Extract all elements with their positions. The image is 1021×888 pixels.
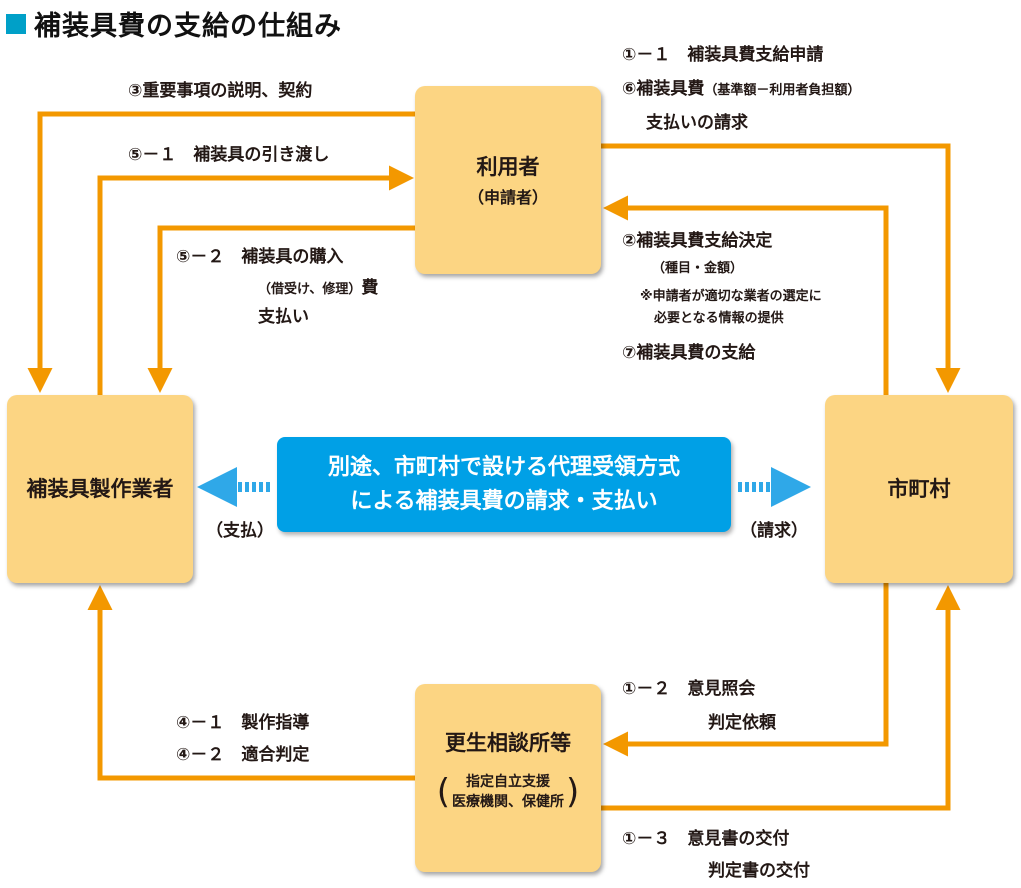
step-5-1-label: ⑤－１ 補装具の引き渡し bbox=[128, 145, 330, 165]
user-node: 利用者 （申請者） bbox=[415, 86, 601, 274]
claim-label: （請求） bbox=[740, 521, 808, 541]
step-4-1-label: ④－１ 製作指導 bbox=[176, 713, 310, 733]
arrow-step2 bbox=[602, 195, 889, 395]
arrow-step5-2 bbox=[147, 225, 415, 394]
banner-line1: 別途、市町村で設ける代理受領方式 bbox=[327, 454, 680, 480]
center-sub-line2: 医療機関、保健所 bbox=[452, 794, 564, 810]
arrow-step1-3 bbox=[601, 584, 961, 811]
title-square-icon bbox=[6, 13, 26, 34]
city-node: 市町村 bbox=[825, 395, 1013, 583]
step-5-2-fee: 費 bbox=[361, 278, 379, 298]
arrow-step1-1 bbox=[601, 143, 961, 394]
user-sub: （申請者） bbox=[467, 188, 548, 207]
step-4-2-label: ④－２ 適合判定 bbox=[176, 745, 310, 765]
step-1-2-label: ①－２ 意見照会 bbox=[622, 679, 756, 699]
step-6-request: 支払いの請求 bbox=[646, 113, 748, 133]
step-1-1-label: ①－１ 補装具費支給申請 bbox=[622, 45, 824, 65]
pay-label: （支払） bbox=[206, 521, 274, 541]
title-block: 補装具費の支給の仕組み bbox=[6, 4, 342, 43]
maker-name: 補装具製作業者 bbox=[26, 477, 174, 501]
step-7-label: ⑦補装具費の支給 bbox=[622, 343, 756, 363]
city-name: 市町村 bbox=[887, 477, 951, 501]
step-2-note-line2: 必要となる情報の提供 bbox=[654, 311, 784, 326]
arrow-step5-1 bbox=[97, 165, 415, 395]
step-2-note-line1: ※申請者が適切な業者の選定に bbox=[640, 289, 822, 304]
step-1-2-detail: 判定依頼 bbox=[708, 713, 776, 733]
proxy-receipt-banner: 別途、市町村で設ける代理受領方式 による補装具費の請求・支払い bbox=[277, 437, 731, 532]
step-5-2-label: ⑤－２ 補装具の購入 bbox=[176, 247, 344, 267]
center-node: 更生相談所等 ( 指定自立支援 医療機関、保健所 ) bbox=[415, 684, 601, 872]
maker-node: 補装具製作業者 bbox=[7, 395, 193, 583]
step-6-main: ⑥補装具費 bbox=[622, 79, 705, 99]
step-2-detail: （種目・金額） bbox=[652, 261, 744, 276]
step-5-2-detail: （借受け、修理）費 bbox=[258, 273, 378, 298]
page-title: 補装具費の支給の仕組み bbox=[34, 11, 342, 42]
center-sub-line1: 指定自立支援 bbox=[466, 774, 550, 790]
step-1-3-label: ①－３ 意見書の交付 bbox=[622, 829, 790, 849]
arrow-step4 bbox=[87, 584, 415, 781]
step-2-label: ②補装具費支給決定 bbox=[622, 231, 773, 251]
arrow-step3 bbox=[27, 111, 415, 394]
banner-line2: による補装具費の請求・支払い bbox=[350, 488, 658, 514]
user-name: 利用者 bbox=[476, 155, 540, 179]
center-name: 更生相談所等 bbox=[445, 731, 571, 755]
step-5-2-pay: 支払い bbox=[258, 307, 309, 327]
center-sub: ( 指定自立支援 医療機関、保健所 ) bbox=[436, 772, 580, 812]
step-6-label: ⑥補装具費（基準額－利用者負担額） bbox=[622, 74, 860, 99]
step-3-label: ③重要事項の説明、契約 bbox=[128, 81, 313, 101]
step-1-3-detail: 判定書の交付 bbox=[708, 861, 810, 881]
arrow-step1-2 bbox=[602, 583, 889, 757]
step-6-paren: （基準額－利用者負担額） bbox=[704, 83, 861, 98]
step-5-2-paren: （借受け、修理） bbox=[258, 282, 362, 297]
